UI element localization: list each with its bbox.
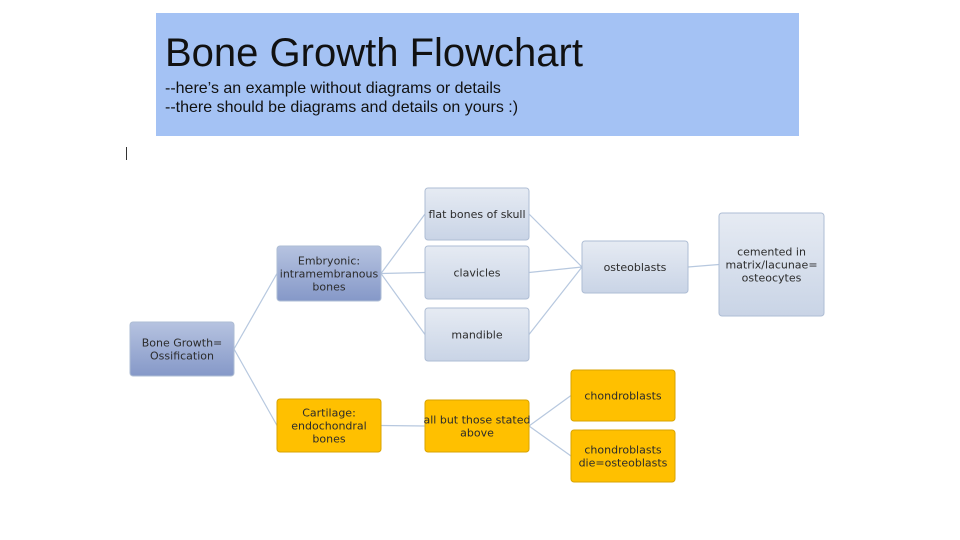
node-label: matrix/lacunae= [725,259,817,272]
node-box [129,321,235,377]
node-label: Bone Growth= [142,337,223,350]
connector-intramembranous-to-clavicles [380,271,426,275]
connector-intramembranous-to-mandible [380,273,426,335]
node-label: osteoblasts [604,261,667,274]
node-chondroblasts: chondroblasts [570,369,676,422]
node-box [424,399,530,453]
node-label: above [460,427,494,440]
node-label: cemented in [737,246,806,259]
connector-clavicles-to-osteoblasts [528,266,583,274]
connector-mandible-to-osteoblasts [528,266,583,335]
subtitle-line: --there should be diagrams and details o… [165,99,519,116]
connector-all-but-to-chondroblasts [528,395,572,427]
node-label: die=osteoblasts [579,457,668,470]
connector-root-to-intramembranous [233,273,278,350]
node-label: bones [312,281,345,294]
node-box [424,307,530,362]
node-label: chondroblasts [584,390,662,403]
connector-root-to-endochondral [233,348,278,426]
text-cursor [126,147,127,160]
subtitle-line: --here’s an example without diagrams or … [165,80,501,97]
node-clavicles: clavicles [424,245,530,300]
title-banner: Bone Growth Flowchart --here’s an exampl… [156,13,799,136]
connector-osteoblasts-to-osteocytes [687,263,720,268]
connector-endochondral-to-all-but [380,424,426,427]
node-box [718,212,825,317]
node-label: chondroblasts [584,444,662,457]
node-label: Cartilage: [302,407,356,420]
node-box [276,398,382,453]
node-label: intramembranous [280,268,379,281]
node-label: Embryonic: [298,255,360,268]
connector-all-but-to-chondroblasts-die [528,425,572,457]
node-label: clavicles [453,267,500,280]
node-flat-bones: flat bones of skull [424,187,530,241]
connector-flat-bones-to-osteoblasts [528,213,583,268]
node-label: mandible [451,329,503,342]
node-label: bones [312,433,345,446]
node-box [581,240,689,294]
node-root: Bone Growth=Ossification [129,321,235,377]
node-box [424,187,530,241]
connectors [233,213,720,457]
connector-intramembranous-to-flat-bones [380,213,426,274]
node-label: osteocytes [742,272,802,285]
slide-title: Bone Growth Flowchart [165,31,583,75]
node-box [424,245,530,300]
node-box [276,245,382,302]
node-mandible: mandible [424,307,530,362]
flowchart-nodes: Bone Growth=Ossification Embryonic:intram… [129,187,825,483]
node-box [570,429,676,483]
node-label: all but those stated [424,414,531,427]
node-osteoblasts: osteoblasts [581,240,689,294]
node-label: Ossification [150,350,214,363]
node-label: endochondral [291,420,366,433]
node-label: flat bones of skull [428,208,525,221]
node-box [570,369,676,422]
